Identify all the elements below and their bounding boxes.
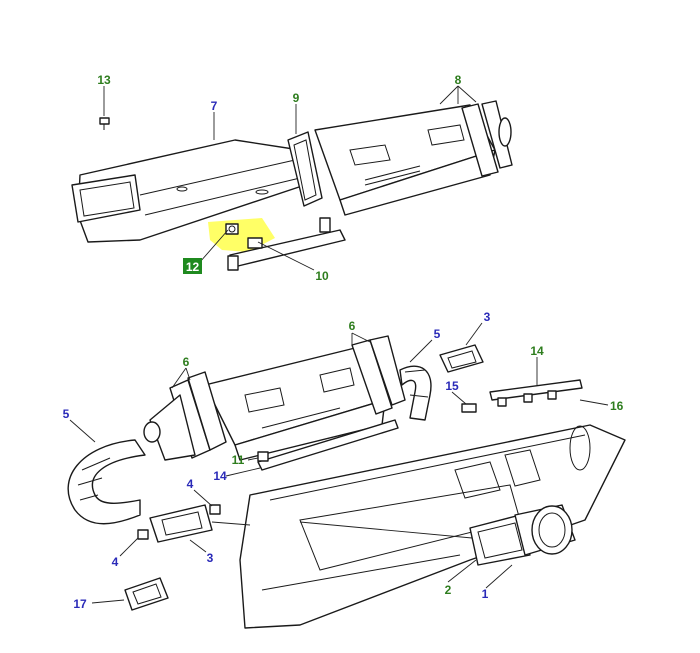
callout-2: 2 bbox=[445, 583, 452, 597]
vent-part-1 bbox=[514, 504, 576, 556]
callout-labels: 13 7 9 8 12 10 6 5 3 14 6 15 16 5 11 14 … bbox=[63, 73, 624, 611]
clip-part-4-upper bbox=[209, 504, 221, 515]
callout-15: 15 bbox=[445, 379, 459, 393]
vent-part-3-upper bbox=[439, 344, 484, 373]
upper-duct-assembly bbox=[71, 100, 513, 271]
clip-part-15 bbox=[461, 403, 477, 413]
leader-lines bbox=[69, 85, 609, 604]
clip-part-12 bbox=[225, 223, 239, 235]
callout-5-upper: 5 bbox=[434, 327, 441, 341]
nozzle-left bbox=[143, 394, 196, 461]
strip-part-14-upper bbox=[489, 379, 583, 407]
instrument-panel bbox=[239, 424, 626, 629]
callout-14-lower: 14 bbox=[213, 469, 227, 483]
bracket-part-10 bbox=[227, 217, 346, 271]
hose-part-5-left bbox=[67, 439, 146, 525]
strip-part-14-lower bbox=[257, 419, 399, 471]
callout-12-box bbox=[183, 258, 202, 274]
callout-4-lower: 4 bbox=[112, 555, 119, 569]
vent-part-17 bbox=[124, 577, 169, 611]
callout-12: 12 bbox=[186, 260, 200, 274]
screw-part-13 bbox=[99, 117, 110, 130]
clip-part-4-lower bbox=[137, 529, 149, 540]
callout-5-left: 5 bbox=[63, 407, 70, 421]
callout-7: 7 bbox=[211, 99, 218, 113]
gasket-part-9 bbox=[287, 131, 323, 207]
callout-6-left: 6 bbox=[183, 355, 190, 369]
callout-8: 8 bbox=[455, 73, 462, 87]
callout-3-upper: 3 bbox=[484, 310, 491, 324]
callout-10: 10 bbox=[315, 269, 329, 283]
duct-housing-lower bbox=[204, 347, 386, 461]
callout-9: 9 bbox=[293, 91, 300, 105]
vent-part-3-lower bbox=[149, 504, 213, 543]
callout-4-upper: 4 bbox=[187, 477, 194, 491]
callout-11: 11 bbox=[232, 453, 245, 467]
seals-part-6-right bbox=[351, 335, 406, 415]
seals-part-8 bbox=[461, 100, 513, 177]
vent-part-2 bbox=[469, 514, 531, 566]
hose-part-5-right bbox=[399, 365, 432, 421]
callout-16: 16 bbox=[610, 399, 624, 413]
callout-14-upper: 14 bbox=[530, 344, 544, 358]
fastener-part-11 bbox=[257, 451, 269, 462]
callout-1: 1 bbox=[482, 587, 489, 601]
callout-17: 17 bbox=[73, 597, 87, 611]
callout-6-upper: 6 bbox=[349, 319, 356, 333]
callout-3-lower: 3 bbox=[207, 551, 214, 565]
duct-part-7 bbox=[71, 139, 306, 243]
callout-13: 13 bbox=[97, 73, 111, 87]
lower-duct-assembly bbox=[67, 335, 626, 629]
